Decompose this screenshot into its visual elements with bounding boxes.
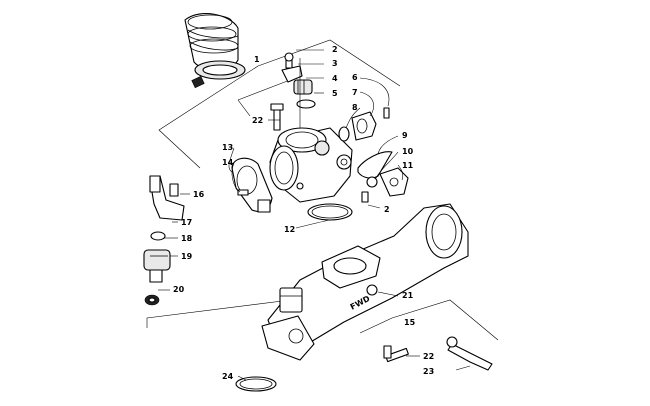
callout-13: 13 <box>222 143 233 152</box>
callout-12: 12 <box>284 225 295 234</box>
screw-2-lower <box>361 191 369 203</box>
callout-labels: 1 2 3 4 5 6 7 8 9 10 11 2 12 13 14 15 16… <box>173 45 434 381</box>
intake-boot <box>184 13 246 89</box>
gasket-9 <box>357 151 393 179</box>
callout-5: 5 <box>332 89 338 98</box>
callout-21: 21 <box>402 291 414 300</box>
gasket-12 <box>307 203 353 221</box>
bolt-16 <box>169 183 179 197</box>
bracket-lines-15 <box>146 294 499 341</box>
sensor-11 <box>379 167 409 197</box>
callout-22-lower: 22 <box>423 352 434 361</box>
injector-19 <box>143 249 171 283</box>
callout-2-top: 2 <box>332 45 338 54</box>
intake-manifold <box>261 203 469 361</box>
callout-3: 3 <box>332 59 338 68</box>
callout-2-lower: 2 <box>384 205 390 214</box>
callout-7: 7 <box>352 88 358 97</box>
callout-11: 11 <box>402 161 414 170</box>
callout-23: 23 <box>423 367 434 376</box>
callout-9: 9 <box>402 131 408 140</box>
callout-24: 24 <box>222 372 234 381</box>
callout-17: 17 <box>181 218 192 227</box>
gasket-24 <box>235 376 277 392</box>
callout-22-top: 22 <box>252 116 263 125</box>
sensor-cover-13 <box>231 157 273 213</box>
callout-15: 15 <box>404 318 416 327</box>
callout-16: 16 <box>193 190 205 199</box>
callout-18: 18 <box>181 234 193 243</box>
o-ring-18 <box>150 231 166 241</box>
seal-20 <box>144 294 160 306</box>
o-ring-8 <box>338 126 350 142</box>
callout-6: 6 <box>352 73 358 82</box>
callout-10: 10 <box>402 147 414 156</box>
callout-20: 20 <box>173 285 185 294</box>
idle-actuator-7 <box>351 111 377 141</box>
callout-8: 8 <box>352 103 358 112</box>
callout-19: 19 <box>181 252 193 261</box>
fuel-rail-17 <box>149 175 185 221</box>
o-ring-10 <box>366 176 378 188</box>
screw-14 <box>237 189 249 196</box>
screw-6 <box>383 107 390 119</box>
bracket-lines-1 <box>158 39 401 169</box>
bracket-3 <box>281 65 303 83</box>
callout-14: 14 <box>222 158 234 167</box>
bolt-22-lower <box>383 345 409 363</box>
callout-1: 1 <box>254 55 260 64</box>
bolt-23 <box>446 336 493 371</box>
sensor-4 <box>293 79 313 95</box>
leader-lines <box>158 49 471 381</box>
bolt-22-top <box>270 103 284 131</box>
o-ring-5 <box>296 99 316 109</box>
screw-2-top <box>284 52 294 69</box>
throttle-body <box>269 127 353 203</box>
callout-4: 4 <box>332 74 338 83</box>
